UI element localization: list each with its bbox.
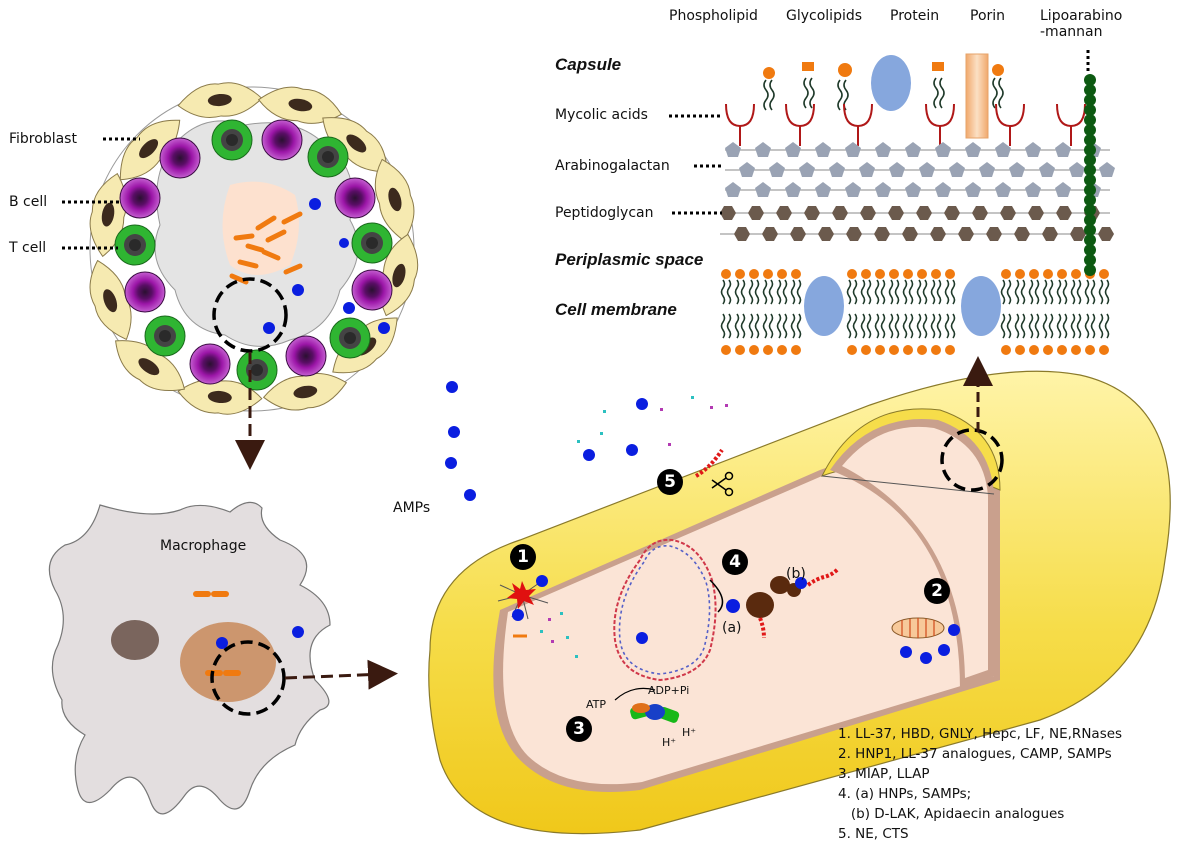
label-adp: ADP+Pi xyxy=(648,684,690,697)
envelope-top-molecules xyxy=(725,53,1086,147)
label-fibroblast: Fibroblast xyxy=(9,131,77,147)
label-t-cell: T cell xyxy=(9,240,47,256)
label-proton-1: H⁺ xyxy=(662,736,677,749)
label-site-b: (b) xyxy=(786,566,806,582)
label-proton-2: H⁺ xyxy=(682,726,697,739)
legend-item-4a: 4. (a) HNPs, SAMPs; xyxy=(838,786,972,802)
marker-5: 5 xyxy=(657,469,683,495)
lipoarabinomannan-chain xyxy=(1084,74,1096,276)
label-peptidoglycan: Peptidoglycan xyxy=(555,205,654,221)
marker-2: 2 xyxy=(924,578,950,604)
legend: 1. LL-37, HBD, GNLY, Hepc, LF, NE,RNases… xyxy=(838,724,1122,844)
scissors-icon xyxy=(694,448,734,497)
arabinogalactan-layer xyxy=(725,142,1115,197)
legend-item-3: 3. MIAP, LLAP xyxy=(838,766,930,782)
label-protein: Protein xyxy=(890,8,940,24)
heading-capsule: Capsule xyxy=(555,55,622,74)
label-porin: Porin xyxy=(970,8,1006,24)
marker-3: 3 xyxy=(566,716,592,742)
cell-membrane-bilayer xyxy=(720,269,1110,355)
label-site-a: (a) xyxy=(722,620,742,636)
heading-periplasmic-space: Periplasmic space xyxy=(555,250,704,269)
heading-cell-membrane: Cell membrane xyxy=(555,300,677,319)
label-amps: AMPs xyxy=(393,500,431,516)
marker-1: 1 xyxy=(510,544,536,570)
granuloma xyxy=(79,79,427,418)
label-mycolic-acids: Mycolic acids xyxy=(555,107,648,123)
label-macrophage: Macrophage xyxy=(160,538,247,554)
label-glycolipids: Glycolipids xyxy=(786,8,863,24)
legend-item-1: 1. LL-37, HBD, GNLY, Hepc, LF, NE,RNases xyxy=(838,726,1123,742)
label-b-cell: B cell xyxy=(9,194,48,210)
legend-item-5: 5. NE, CTS xyxy=(838,826,909,842)
macrophage xyxy=(48,501,331,815)
label-phospholipid: Phospholipid xyxy=(669,8,758,24)
bacterium xyxy=(428,370,1171,835)
cell-envelope xyxy=(720,53,1115,355)
legend-item-4b: (b) D-LAK, Apidaecin analogues xyxy=(838,806,1065,822)
marker-4: 4 xyxy=(722,549,748,575)
peptidoglycan-layer xyxy=(720,206,1114,241)
label-arabinogalactan: Arabinogalactan xyxy=(555,158,670,174)
label-atp: ATP xyxy=(586,698,607,711)
legend-item-2: 2. HNP1, LL-37 analogues, CAMP, SAMPs xyxy=(838,746,1112,762)
label-lipoarabinomannan: Lipoarabino -mannan xyxy=(1040,8,1123,40)
